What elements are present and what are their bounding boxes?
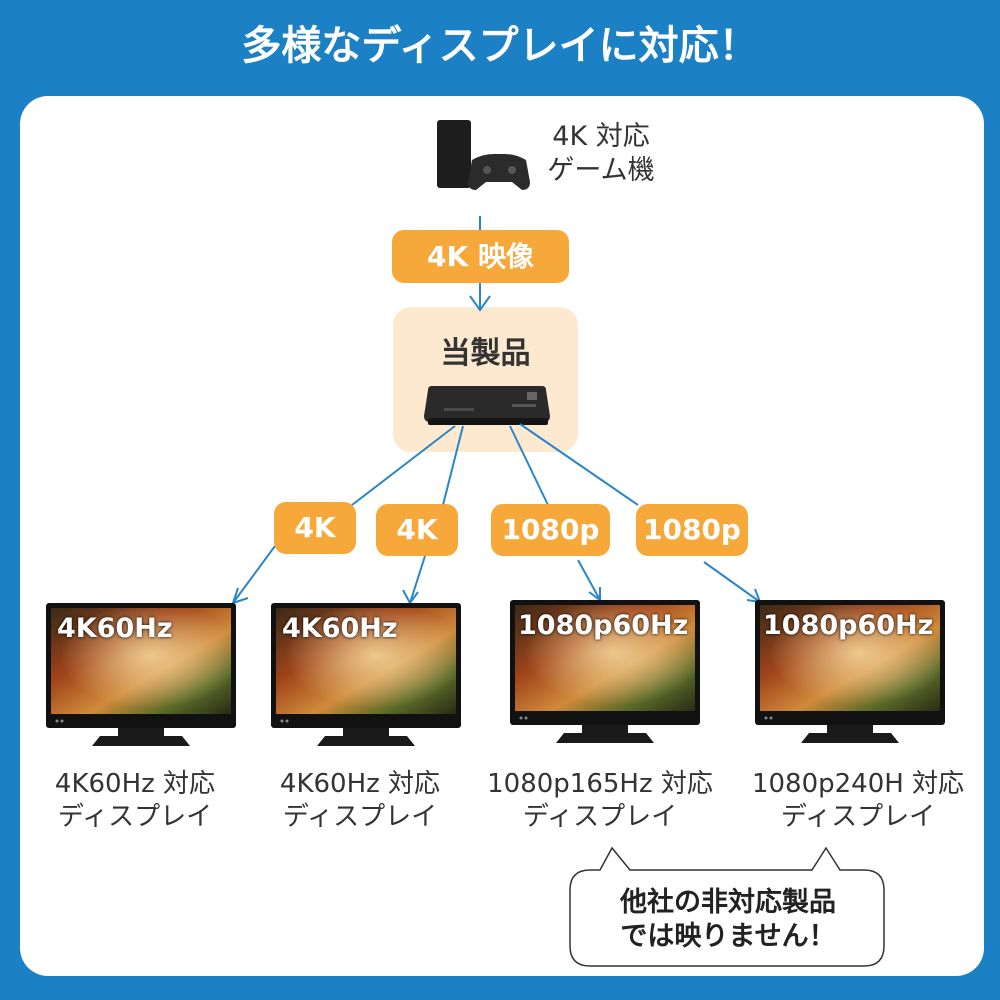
screen-label-3: 1080p60Hz — [518, 610, 689, 641]
monitor-4-icon — [755, 600, 945, 743]
screen-label-2: 4K60Hz — [282, 613, 398, 644]
source-label-line1: 4K 対応 — [552, 121, 650, 152]
game-console-icon — [437, 120, 530, 190]
output-tag-1: 4K — [274, 502, 356, 554]
screen-label-1: 4K60Hz — [57, 613, 173, 644]
display-caption-1-line2: ディスプレイ — [57, 801, 213, 832]
output-tag-4: 1080p — [636, 504, 748, 556]
monitor-2-icon — [271, 603, 461, 746]
display-caption-1: 4K60Hz 対応 ディスプレイ — [30, 768, 240, 833]
output-tag-3: 1080p — [491, 504, 610, 556]
output-tag-2: 4K — [376, 504, 458, 556]
display-caption-2: 4K60Hz 対応 ディスプレイ — [255, 768, 465, 833]
warning-line2: では映りません！ — [620, 920, 836, 952]
warning-text: 他社の非対応製品 では映りません！ — [572, 886, 884, 954]
product-device-icon — [424, 386, 550, 425]
source-label: 4K 対応 ゲーム機 — [536, 120, 666, 188]
display-caption-2-line2: ディスプレイ — [282, 801, 438, 832]
warning-bubble — [569, 846, 885, 967]
product-label: 当製品 — [440, 336, 531, 371]
display-caption-4-line2: ディスプレイ — [780, 801, 936, 832]
display-caption-1-line1: 4K60Hz 対応 — [54, 769, 216, 799]
display-caption-2-line1: 4K60Hz 対応 — [279, 769, 441, 799]
monitor-3-icon — [510, 600, 700, 743]
display-caption-4: 1080p240H 対応 ディスプレイ — [736, 768, 980, 833]
input-arrow — [469, 216, 491, 312]
display-caption-3-line2: ディスプレイ — [522, 801, 678, 832]
output-arrows — [231, 423, 762, 605]
display-caption-3-line1: 1080p165Hz 対応 — [487, 769, 713, 799]
monitor-1-icon — [46, 603, 236, 746]
page-title: 多様なディスプレイに対応！ — [241, 23, 759, 69]
display-caption-4-line1: 1080p240H 対応 — [751, 769, 965, 799]
screen-label-4: 1080p60Hz — [763, 610, 934, 641]
warning-line1: 他社の非対応製品 — [620, 887, 836, 918]
video-tag: 4K 映像 — [392, 230, 569, 283]
display-caption-3: 1080p165Hz 対応 ディスプレイ — [470, 768, 730, 833]
source-label-line2: ゲーム機 — [547, 154, 655, 186]
